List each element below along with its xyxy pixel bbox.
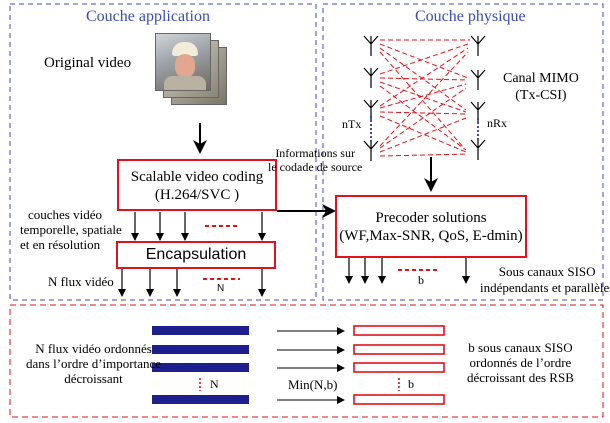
bottom-right-line2: ordonnés de l’ordre bbox=[469, 355, 572, 370]
layers-label: couches vidéo temporelle, spatiale et en… bbox=[20, 207, 122, 252]
precoder-line1: Precoder solutions bbox=[375, 210, 487, 226]
layers-line3: et en résolution bbox=[20, 237, 101, 252]
shirt-shape bbox=[164, 76, 206, 90]
bottom-b-marker: b bbox=[408, 377, 414, 391]
app-layer-title: Couche application bbox=[86, 8, 210, 25]
informations-line2: le codade de source bbox=[268, 160, 363, 174]
bottom-frame bbox=[9, 304, 604, 418]
bottom-right-line3: décroissant des RSB bbox=[467, 370, 574, 385]
mimo-line1: Canal MIMO bbox=[503, 71, 579, 86]
phy-layer-frame bbox=[322, 3, 604, 301]
bottom-left-line2: dans l’ordre d’importance bbox=[26, 356, 162, 371]
mimo-channel-paths bbox=[379, 39, 470, 157]
siso-line2: indépendants et parallèles bbox=[480, 280, 610, 295]
bottom-left-label: N flux vidéo ordonnés dans l’ordre d’imp… bbox=[26, 341, 161, 386]
svc-line1: Scalable video coding bbox=[130, 169, 264, 185]
precoder-b-marker: b bbox=[418, 273, 424, 287]
bottom-right-label: b sous canaux SISO ordonnés de l’ordre d… bbox=[467, 340, 574, 385]
svc-to-encap-arrows bbox=[131, 212, 266, 241]
encapsulation-label: Encapsulation bbox=[145, 246, 247, 263]
encap-n-marker: N bbox=[217, 283, 225, 294]
mapping-arrows bbox=[277, 327, 345, 404]
siso-label: Sous canaux SISO indépendants et parallè… bbox=[480, 264, 610, 296]
svc-box: Scalable video coding (H.264/SVC ) bbox=[117, 159, 277, 211]
mimo-line2: (Tx-CSI) bbox=[515, 88, 567, 103]
precoder-box: Precoder solutions (WF,Max-SNR, QoS, E-d… bbox=[335, 195, 527, 258]
nrx-label: nRx bbox=[487, 116, 508, 130]
siso-line1: Sous canaux SISO bbox=[498, 264, 596, 279]
mimo-antennas bbox=[363, 35, 486, 161]
bottom-left-line3: décroissant bbox=[64, 371, 123, 386]
min-label: Min(N,b) bbox=[288, 377, 338, 392]
helmet-shape bbox=[172, 42, 198, 56]
svc-line2: (H.264/SVC ) bbox=[154, 187, 240, 203]
bottom-left-line1: N flux vidéo ordonnés bbox=[35, 341, 152, 356]
encapsulation-box: Encapsulation bbox=[116, 241, 276, 269]
bottom-n-marker: N bbox=[210, 377, 219, 391]
precoder-output-arrows bbox=[345, 258, 470, 284]
video-frame-front bbox=[155, 33, 211, 91]
app-layer-frame bbox=[9, 3, 317, 301]
mimo-label: Canal MIMO (Tx-CSI) bbox=[503, 70, 579, 104]
original-video-label: Original video bbox=[44, 55, 132, 71]
face-shape bbox=[175, 54, 195, 78]
informations-label: Informations sur le codade de source bbox=[268, 146, 362, 174]
video-frame-stack bbox=[155, 33, 235, 113]
layers-line1: couches vidéo bbox=[28, 207, 103, 222]
layers-line2: temporelle, spatiale bbox=[20, 222, 122, 237]
ntx-label: nTx bbox=[342, 117, 362, 131]
ordered-siso-channels bbox=[353, 325, 445, 405]
n-flux-label: N flux vidéo bbox=[48, 274, 114, 289]
informations-line1: Informations sur bbox=[275, 146, 355, 160]
bottom-right-line1: b sous canaux SISO bbox=[468, 340, 573, 355]
phy-layer-title: Couche physique bbox=[415, 8, 526, 25]
precoder-line2: (WF,Max-SNR, QoS, E-dmin) bbox=[339, 228, 523, 244]
encap-output-arrows bbox=[118, 268, 266, 297]
ordered-streams bbox=[152, 326, 249, 404]
